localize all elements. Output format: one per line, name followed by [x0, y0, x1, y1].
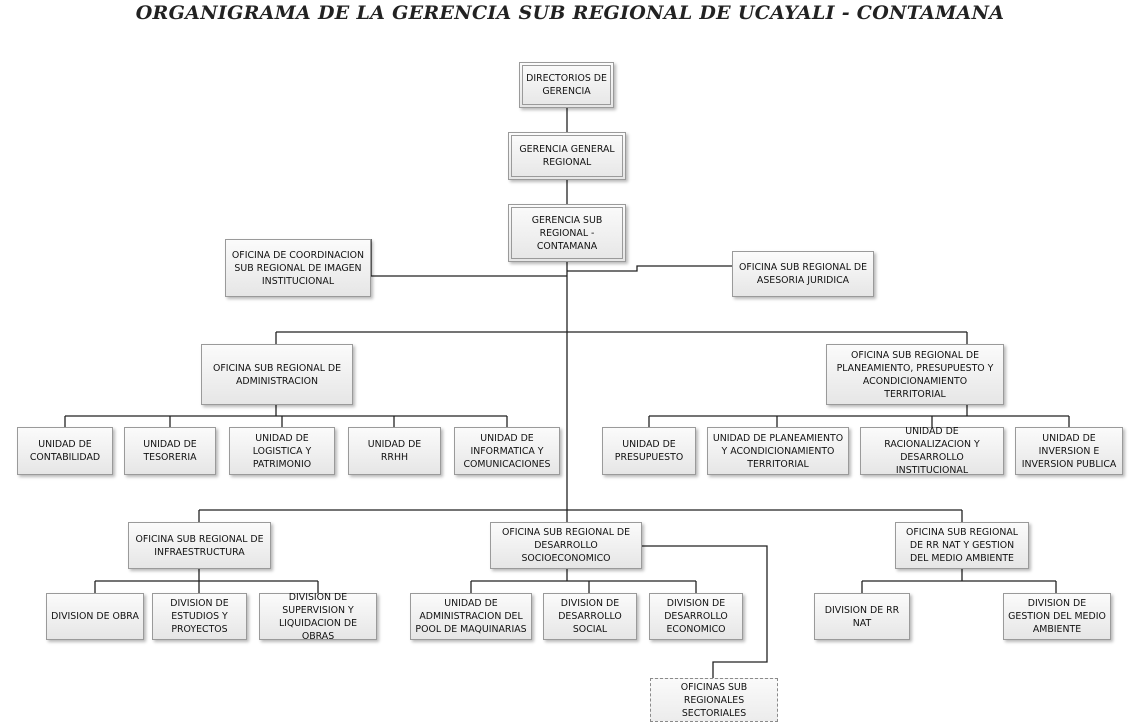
- connector: [567, 265, 732, 272]
- node-gestion-ambiente: DIVISION DE GESTION DEL MEDIO AMBIENTE: [1003, 593, 1111, 640]
- node-social: DIVISION DE DESARROLLO SOCIAL: [543, 593, 637, 640]
- node-estudios: DIVISION DE ESTUDIOS Y PROYECTOS: [152, 593, 247, 640]
- connector: [370, 239, 567, 277]
- node-planeamiento-unidad: UNIDAD DE PLANEAMIENTO Y ACONDICIONAMIEN…: [707, 427, 849, 475]
- node-sectoriales: OFICINAS SUB REGIONALES SECTORIALES: [650, 678, 778, 722]
- node-gerencia-sub: GERENCIA SUB REGIONAL - CONTAMANA: [508, 204, 626, 262]
- node-rrhh: UNIDAD DE RRHH: [348, 427, 441, 475]
- node-administracion: OFICINA SUB REGIONAL DE ADMINISTRACION: [201, 344, 353, 405]
- node-asesoria: OFICINA SUB REGIONAL DE ASESORIA JURIDIC…: [732, 251, 874, 297]
- node-inversion: UNIDAD DE INVERSION E INVERSION PUBLICA: [1015, 427, 1123, 475]
- node-obra: DIVISION DE OBRA: [46, 593, 144, 640]
- node-gerencia-general: GERENCIA GENERAL REGIONAL: [508, 132, 626, 180]
- node-supervision: DIVISION DE SUPERVISION Y LIQUIDACION DE…: [259, 592, 377, 642]
- node-socioeconomico: OFICINA SUB REGIONAL DE DESARROLLO SOCIO…: [490, 522, 642, 569]
- node-logistica: UNIDAD DE LOGISTICA Y PATRIMONIO: [229, 427, 335, 475]
- node-contabilidad: UNIDAD DE CONTABILIDAD: [17, 427, 113, 475]
- node-planeamiento: OFICINA SUB REGIONAL DE PLANEAMIENTO, PR…: [826, 344, 1004, 405]
- node-medio-ambiente: OFICINA SUB REGIONAL DE RR NAT Y GESTION…: [895, 522, 1029, 569]
- node-racionalizacion: UNIDAD DE RACIONALIZACION Y DESARROLLO I…: [860, 426, 1004, 476]
- node-imagen: OFICINA DE COORDINACION SUB REGIONAL DE …: [225, 239, 371, 297]
- node-presupuesto: UNIDAD DE PRESUPUESTO: [602, 427, 696, 475]
- node-rr-nat: DIVISION DE RR NAT: [814, 593, 910, 640]
- node-tesoreria: UNIDAD DE TESORERIA: [124, 427, 216, 475]
- node-infraestructura: OFICINA SUB REGIONAL DE INFRAESTRUCTURA: [128, 522, 271, 569]
- node-economico: DIVISION DE DESARROLLO ECONOMICO: [649, 593, 743, 640]
- node-directorios: DIRECTORIOS DE GERENCIA: [519, 62, 614, 108]
- node-maquinarias: UNIDAD DE ADMINISTRACION DEL POOL DE MAQ…: [410, 593, 532, 640]
- node-informatica: UNIDAD DE INFORMATICA Y COMUNICACIONES: [454, 427, 560, 475]
- chart-title: ORGANIGRAMA DE LA GERENCIA SUB REGIONAL …: [135, 2, 1005, 24]
- connector: [642, 545, 768, 678]
